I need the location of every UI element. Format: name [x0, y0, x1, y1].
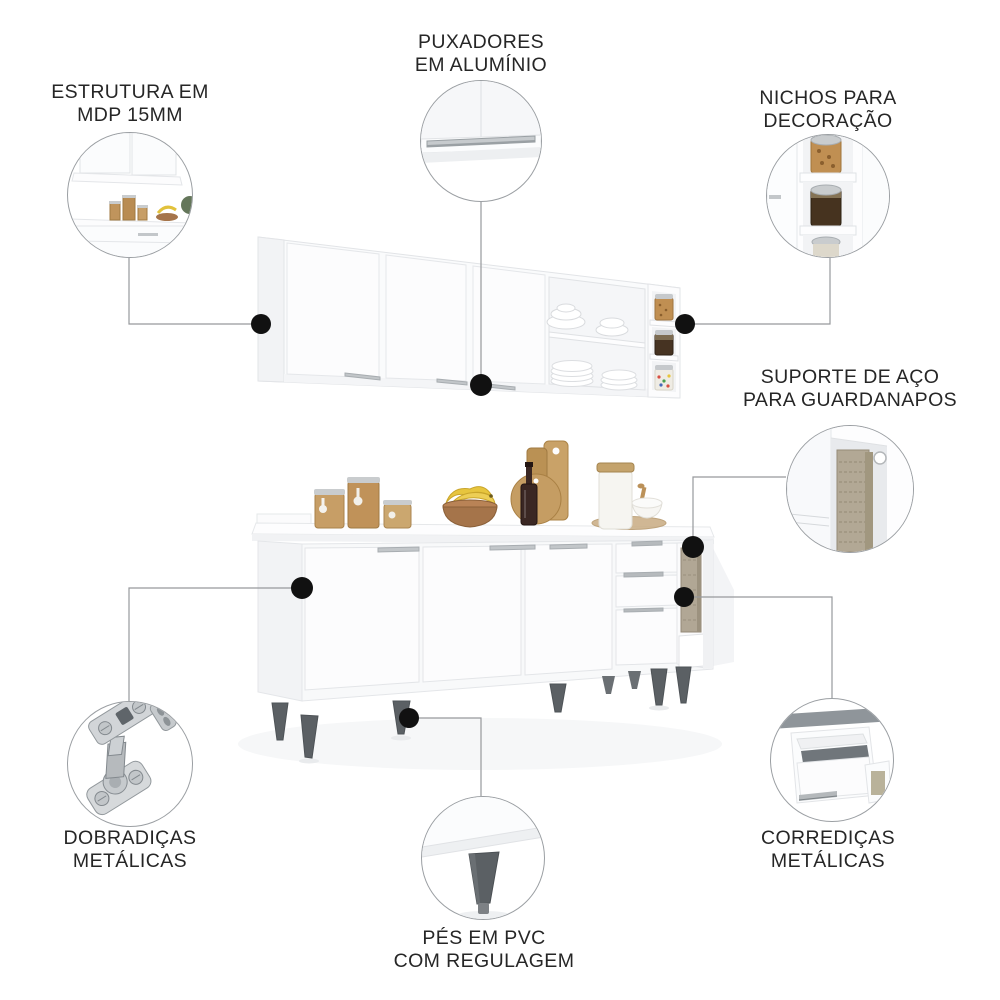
metal-hinge-icon: [86, 702, 177, 816]
decor-jar-cookies: [654, 294, 674, 321]
label-line: MDP 15MM: [77, 104, 183, 126]
base-door: [304, 546, 420, 691]
steel-napkin-holder-icon: [787, 426, 913, 552]
shelf-board: [548, 331, 646, 349]
callout-line-nichos: [685, 258, 831, 325]
pes-detail-circle: [421, 796, 545, 920]
decor-jar-coffee: [654, 330, 674, 356]
callout-dots: [251, 314, 704, 728]
cutting-boards: [510, 440, 569, 525]
label-line: SUPORTE DE AÇO: [760, 366, 940, 388]
base-cabinet: [251, 440, 715, 764]
pvc-foot: [628, 671, 641, 689]
label-dobradicas: DOBRADIÇAS METÁLICAS: [10, 827, 250, 873]
base-door: [422, 545, 522, 683]
callout-dot-estrutura: [251, 314, 271, 334]
wall-cabinet-door: [472, 265, 546, 385]
estrutura-detail-circle: [67, 132, 193, 258]
base-right-side: [703, 540, 713, 669]
wall-cabinet-door: [385, 254, 467, 382]
label-line: PÉS EM PVC: [422, 927, 546, 949]
callout-dot-corredicas: [674, 587, 694, 607]
callout-line-estrutura: [128, 258, 261, 325]
glass-jar: [314, 489, 345, 529]
white-canister: [596, 462, 635, 530]
callout-dot-dobradicas: [291, 577, 313, 599]
label-line: EM ALUMÍNIO: [414, 54, 548, 76]
wall-cabinet: [257, 236, 681, 399]
callout-line-corredicas: [684, 596, 833, 698]
counter-lip: [256, 513, 312, 525]
bottle: [520, 462, 538, 526]
callout-line-suporte: [692, 476, 786, 547]
label-nichos: NICHOS PARA DECORAÇÃO: [708, 87, 948, 133]
side-shadow: [713, 548, 734, 666]
label-line: COM REGULAGEM: [393, 950, 575, 972]
callout-connectors: [128, 202, 833, 796]
counter-props: [314, 440, 667, 530]
callout-dot-suporte: [682, 536, 704, 558]
callout-dot-puxadores: [470, 374, 492, 396]
pvc-foot: [300, 714, 319, 759]
decorative-niches-icon: [767, 135, 889, 257]
drawer: [615, 607, 678, 666]
decor-niche-column: [647, 283, 681, 399]
pvc-foot: [549, 683, 567, 713]
label-puxadores: PUXADORES EM ALUMÍNIO: [361, 31, 601, 77]
kitchen-structure-icon: [69, 133, 192, 257]
wall-cabinet-left-side: [257, 236, 285, 383]
callout-line-pes: [409, 717, 482, 796]
suporte-detail-circle: [786, 425, 914, 553]
pvc-foot: [602, 676, 615, 694]
callout-dot-nichos: [675, 314, 695, 334]
base-door: [524, 543, 613, 676]
metal-drawer-slide-icon: [771, 707, 893, 804]
label-line: DECORAÇÃO: [763, 110, 893, 132]
pvc-foot: [675, 666, 692, 704]
label-suporte: SUPORTE DE AÇO PARA GUARDANAPOS: [720, 366, 980, 412]
base-cabinet-handles: [377, 540, 664, 613]
label-line: CORREDIÇAS: [760, 827, 896, 849]
decor-jar-candy: [654, 365, 674, 391]
banana-bowl: [442, 486, 498, 528]
nichos-detail-circle: [766, 134, 890, 258]
dobradicas-detail-circle: [67, 701, 193, 827]
floor-shadow: [238, 718, 722, 770]
callout-line-dobradicas: [128, 587, 302, 701]
base-left-side: [257, 540, 303, 702]
wall-cabinet-door: [286, 242, 380, 379]
corredicas-detail-circle: [770, 698, 894, 822]
plate-stacks: [550, 360, 638, 391]
drawer: [615, 574, 678, 608]
label-line: PUXADORES: [417, 31, 545, 53]
label-pes: PÉS EM PVC COM REGULAGEM: [364, 927, 604, 973]
label-line: METÁLICAS: [770, 850, 886, 872]
white-bowl: [631, 483, 663, 519]
aluminum-handle-icon: [421, 81, 541, 163]
adjustable-pvc-foot-icon: [422, 797, 544, 919]
label-line: PARA GUARDANAPOS: [742, 389, 958, 411]
callout-dot-pes: [399, 708, 419, 728]
label-line: DOBRADIÇAS: [63, 827, 197, 849]
glass-jar: [383, 500, 412, 529]
tureens: [546, 303, 629, 337]
glass-jar: [347, 477, 380, 529]
label-line: METÁLICAS: [72, 850, 188, 872]
label-line: ESTRUTURA EM: [51, 81, 209, 103]
pvc-foot: [650, 668, 668, 706]
label-estrutura: ESTRUTURA EM MDP 15MM: [10, 81, 250, 127]
label-line: NICHOS PARA: [759, 87, 897, 109]
pvc-foot: [271, 702, 289, 741]
drawer: [615, 542, 678, 574]
label-corredicas: CORREDIÇAS METÁLICAS: [708, 827, 948, 873]
puxadores-detail-circle: [420, 80, 542, 202]
